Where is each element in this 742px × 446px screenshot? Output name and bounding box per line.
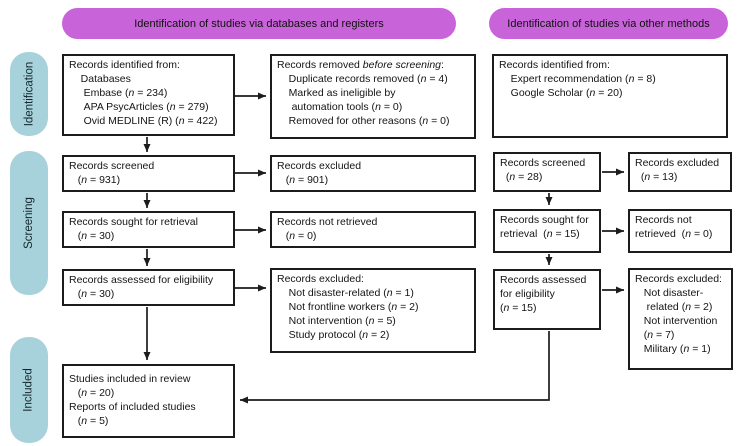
text-line: (n = 0) [277, 229, 317, 242]
text-line: Records excluded: [277, 273, 364, 285]
text-line: Records sought for retrieval [69, 216, 198, 228]
box-studies-included: Studies included in review (n = 20)Repor… [62, 364, 235, 438]
text-line: Not disaster-related (n = 1) [277, 286, 414, 299]
box-records-excluded-reasons-other: Records excluded: Not disaster- related … [628, 268, 733, 370]
text-line: (n = 901) [277, 173, 329, 186]
box-records-screened-other: Records screened (n = 28) [493, 152, 601, 192]
text-line: Records not [635, 214, 692, 226]
text-line: Military (n = 1) [635, 342, 711, 355]
stage-label-included: Included [10, 337, 48, 443]
text-line: Not intervention [635, 314, 718, 327]
text-line: (n = 15) [500, 301, 537, 314]
text-line: Records excluded [635, 157, 720, 169]
text-line: (n = 30) [69, 287, 115, 300]
text-line: Study protocol (n = 2) [277, 328, 390, 341]
text-line: Not disaster- [635, 286, 704, 299]
text-line: Records identified from: [69, 59, 180, 71]
text-line: (n = 931) [69, 173, 121, 186]
box-records-excluded-reasons-databases: Records excluded: Not disaster-related (… [270, 268, 476, 353]
text-line: Google Scholar (n = 20) [499, 86, 623, 99]
text-line: Records identified from: [499, 59, 610, 71]
text-line: Not intervention (n = 5) [277, 314, 396, 327]
text-line: (n = 13) [635, 170, 678, 183]
text-line: Studies included in review [69, 373, 191, 386]
text-line: (n = 20) [69, 387, 115, 400]
text-line: Records excluded [277, 160, 362, 172]
text-line: retrieved (n = 0) [635, 227, 713, 240]
box-records-excluded-databases: Records excluded (n = 901) [270, 155, 476, 192]
text-line: Embase (n = 234) [69, 86, 168, 99]
text-line: Expert recommendation (n = 8) [499, 72, 656, 85]
text-line: Marked as ineligible by [277, 86, 396, 99]
text-line: related (n = 2) [635, 300, 713, 313]
box-records-screened-databases: Records screened (n = 931) [62, 155, 235, 192]
box-records-identified-databases: Records identified from: Databases Embas… [62, 54, 235, 136]
arrow-other-assessed-to-included [240, 331, 550, 404]
box-records-excluded-other: Records excluded (n = 13) [628, 152, 732, 192]
text-line: Records excluded: [635, 273, 722, 285]
stage-label-identification-text: Identification [23, 61, 36, 127]
text-line: Records removed before screening: [277, 59, 444, 71]
text-line: (n = 30) [69, 229, 115, 242]
header-databases-registers: Identification of studies via databases … [62, 8, 456, 39]
text-line: Not frontline workers (n = 2) [277, 300, 419, 313]
text-line: APA PsycArticles (n = 279) [69, 100, 209, 113]
text-line: Records screened [69, 160, 155, 172]
text-line: Records sought for [500, 214, 589, 226]
box-records-identified-other: Records identified from: Expert recommen… [492, 54, 728, 138]
text-line: (n = 7) [635, 328, 675, 341]
box-records-removed-before-screening: Records removed before screening: Duplic… [270, 54, 476, 139]
stage-label-screening-text: Screening [23, 197, 36, 249]
text-line: automation tools (n = 0) [277, 100, 403, 113]
stage-label-screening: Screening [10, 151, 48, 295]
header-other-methods: Identification of studies via other meth… [489, 8, 728, 39]
text-line: (n = 5) [69, 414, 109, 427]
stage-label-identification: Identification [10, 52, 48, 136]
stage-label-included-text: Included [23, 368, 36, 412]
text-line: Databases [69, 72, 131, 85]
box-records-assessed-databases: Records assessed for eligibility (n = 30… [62, 269, 235, 306]
text-line: Removed for other reasons (n = 0) [277, 114, 450, 127]
text-line: (n = 28) [500, 170, 543, 183]
text-line: Reports of included studies [69, 401, 196, 413]
text-line: Records screened [500, 157, 586, 169]
text-line: retrieval (n = 15) [500, 227, 580, 240]
text-line: Records not retrieved [277, 216, 378, 228]
box-records-not-retrieved-databases: Records not retrieved (n = 0) [270, 211, 476, 248]
text-line: for eligibility [500, 287, 555, 300]
text-line: Duplicate records removed (n = 4) [277, 72, 448, 85]
box-records-sought-databases: Records sought for retrieval (n = 30) [62, 211, 235, 248]
text-line: Ovid MEDLINE (R) (n = 422) [69, 114, 218, 127]
text-line: Records assessed for eligibility [69, 274, 214, 286]
text-line: Records assessed [500, 274, 587, 286]
